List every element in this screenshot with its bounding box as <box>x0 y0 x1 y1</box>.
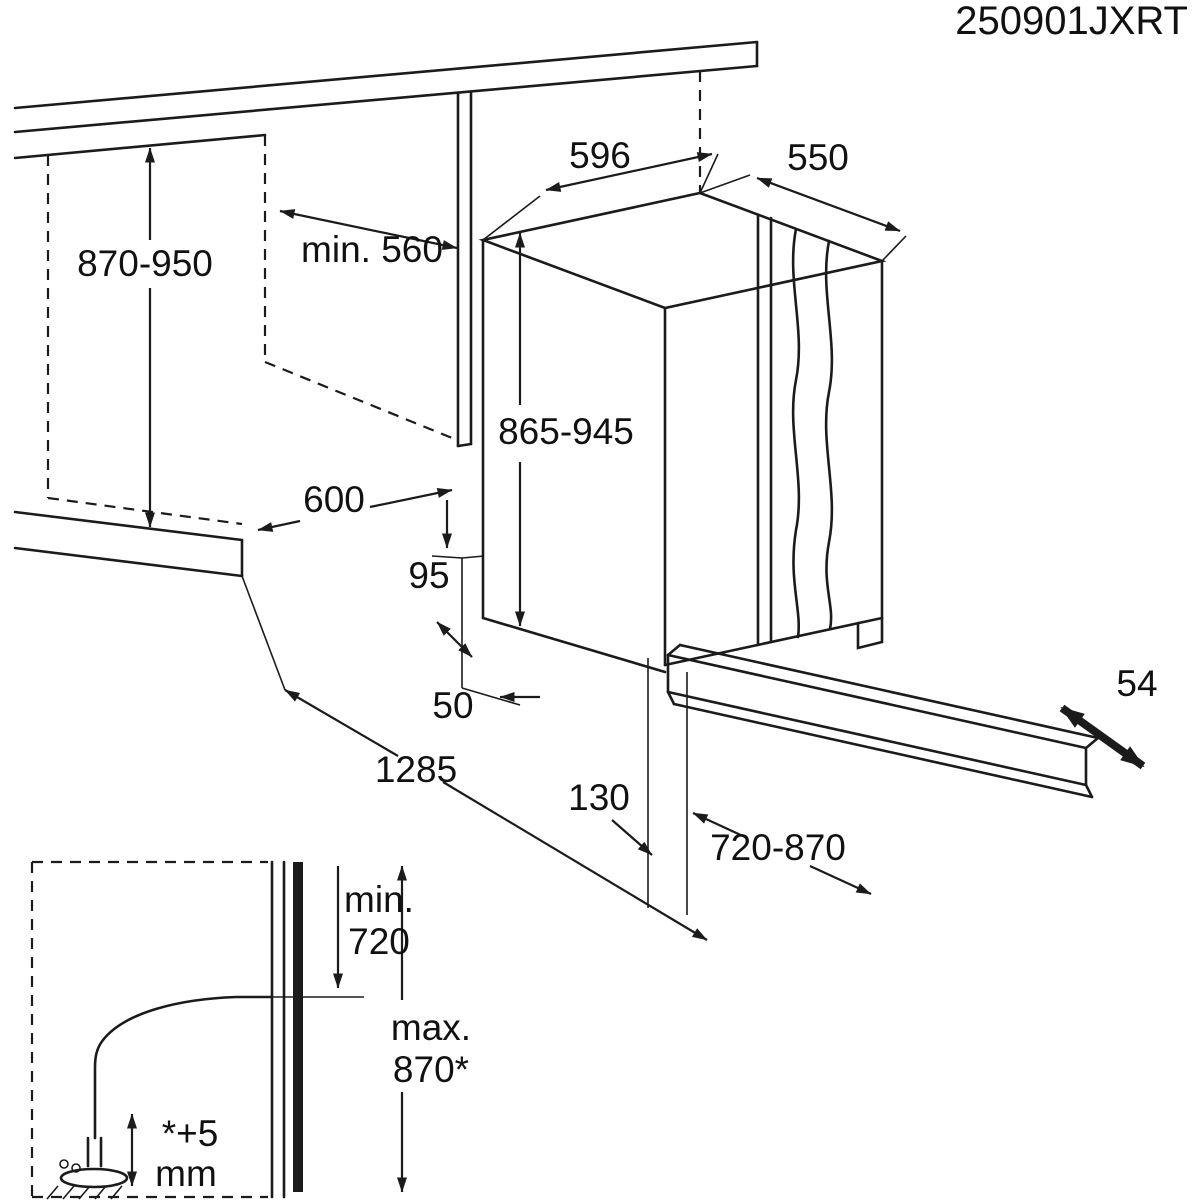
inset-adjust-value: *+5 <box>162 1113 219 1154</box>
inset-dimension-lines <box>127 865 407 1193</box>
cabinet-base <box>13 510 286 691</box>
worktop <box>13 40 759 160</box>
plinth-profile <box>93 995 364 1140</box>
dim-cabinet-depth-label: 600 <box>303 479 365 520</box>
inset-min-height-value: 720 <box>348 921 410 962</box>
inset-adjust-unit: mm <box>155 1153 217 1194</box>
decor-panel-section <box>293 862 303 1192</box>
extension-lines <box>482 153 907 915</box>
dim-floor-clearance-label: 130 <box>568 777 630 818</box>
dim-door-open-length-label: 720-870 <box>710 827 846 868</box>
ground-hatching <box>46 1185 123 1200</box>
dim-counter-height-label: 870-950 <box>77 243 213 284</box>
dim-width-label: 596 <box>569 135 631 176</box>
dim-depth-label: 550 <box>787 137 849 178</box>
dimension-lines <box>145 147 1146 941</box>
inset-min-height-word: min. <box>344 879 414 920</box>
door-panel-section <box>270 860 303 1199</box>
inset-labels: min. 720 max. 870* *+5 mm <box>155 879 471 1194</box>
dim-total-depth-label: 1285 <box>375 749 457 790</box>
dim-plinth-recess-label: 50 <box>432 685 473 726</box>
dim-body-height-label: 865-945 <box>498 411 634 452</box>
adjustable-foot <box>46 1136 129 1200</box>
dim-niche-depth-label: min. 560 <box>301 229 443 270</box>
dim-door-thickness-label: 54 <box>1116 663 1157 704</box>
dim-plinth-gap-label: 95 <box>408 555 449 596</box>
dimension-labels: 250901JXRT 870-950 min. 560 596 550 865-… <box>77 0 1188 868</box>
cabinet-side-panel <box>456 90 473 448</box>
inset-max-height-value: 870* <box>393 1049 469 1090</box>
inset-max-height-word: max. <box>391 1007 471 1048</box>
door-decor-panel <box>756 213 834 647</box>
dishwasher-body <box>431 191 887 706</box>
open-door <box>666 643 1100 799</box>
plinth-detail-inset: min. 720 max. 870* *+5 mm <box>30 860 471 1200</box>
model-code: 250901JXRT <box>955 0 1188 43</box>
